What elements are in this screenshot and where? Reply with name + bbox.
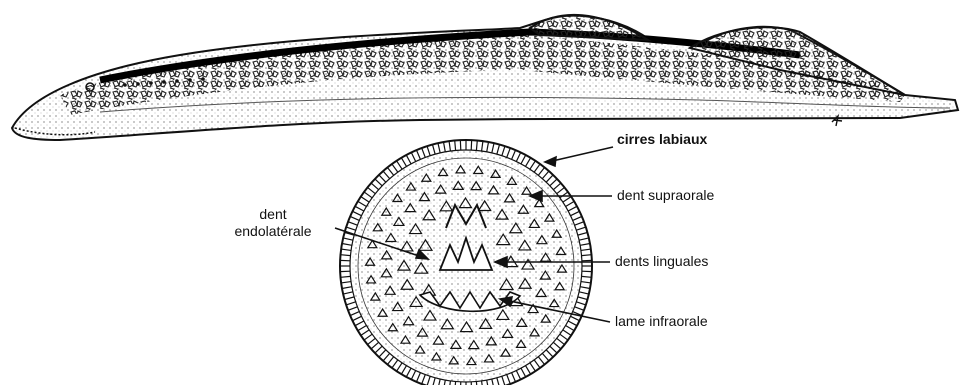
label-dent-endolaterale-line2: endolatérale xyxy=(218,223,328,240)
lamprey-body xyxy=(12,15,958,140)
label-dents-linguales: dents linguales xyxy=(615,253,708,270)
label-dent-supraorale: dent supraorale xyxy=(617,187,714,204)
label-lame-infraorale: lame infraorale xyxy=(615,313,708,330)
label-cirres-labiaux: cirres labiaux xyxy=(617,131,707,148)
label-dent-endolaterale-line1: dent xyxy=(218,206,328,223)
label-dent-endolaterale: dent endolatérale xyxy=(218,206,328,240)
